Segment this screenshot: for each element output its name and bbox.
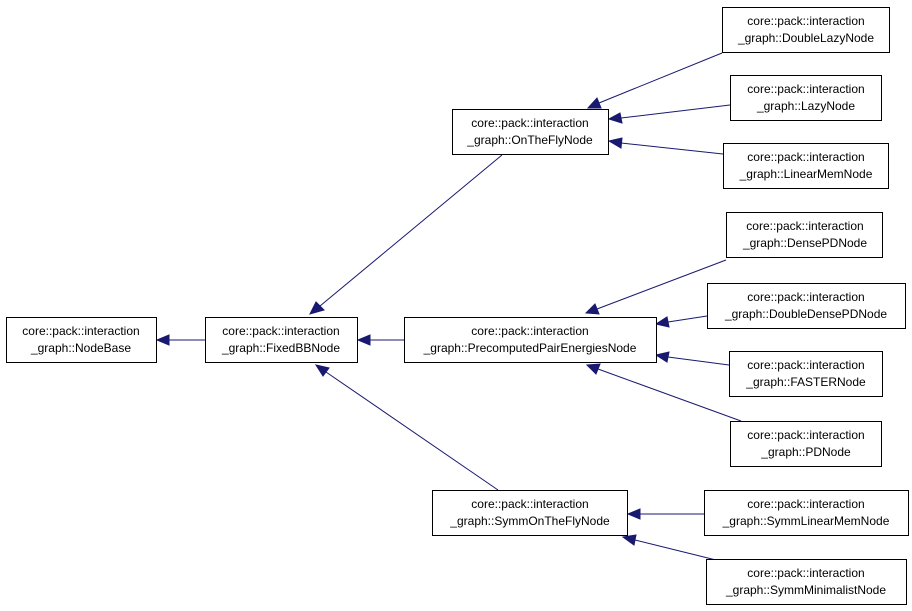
node-label-line2: _graph::FixedBBNode: [221, 341, 340, 355]
node-label-line1: core::pack::interaction: [747, 82, 864, 96]
node-label-line1: core::pack::interaction: [747, 497, 864, 511]
node-label-line2: _graph::SymmLinearMemNode: [722, 514, 890, 528]
edge-symmlinearmem-to-symmonthefly: [626, 508, 704, 520]
arrowhead-icon: [621, 534, 637, 546]
edge-precomputed-to-fixedbb: [356, 334, 404, 346]
edge-symmminimalist-to-symmonthefly: [621, 534, 717, 561]
node-label-line2: _graph::FASTERNode: [745, 375, 866, 389]
arrowhead-icon: [155, 334, 170, 346]
arrowhead-icon: [607, 112, 623, 124]
arrowhead-icon: [314, 364, 330, 377]
edge-onthefly-to-fixedbb: [309, 154, 503, 315]
arrowhead-icon: [626, 508, 641, 520]
arrowhead-icon: [607, 137, 623, 149]
node-label-line1: core::pack::interaction: [471, 497, 588, 511]
node-label-line1: core::pack::interaction: [746, 219, 863, 233]
node-label-line1: core::pack::interaction: [747, 150, 864, 164]
arrowhead-icon: [585, 363, 601, 375]
node-label-line1: core::pack::interaction: [22, 324, 139, 338]
node-label-line2: _graph::LinearMemNode: [739, 167, 873, 181]
edge-fixedbb-to-nodebase: [155, 334, 205, 346]
edge-linearmem-to-onthefly: [607, 137, 724, 155]
node-fixedbbnode[interactable]: core::pack::interaction _graph::FixedBBN…: [205, 317, 358, 363]
node-symmontheflynode[interactable]: core::pack::interaction _graph::SymmOnTh…: [432, 490, 628, 536]
edge-doublelazy-to-onthefly: [586, 52, 723, 109]
node-label-line1: core::pack::interaction: [747, 428, 864, 442]
node-precomputedpairenergiesnode[interactable]: core::pack::interaction _graph::Precompu…: [404, 317, 657, 363]
arrowhead-icon: [584, 303, 600, 315]
node-label-line1: core::pack::interaction: [747, 290, 864, 304]
node-label-line1: core::pack::interaction: [471, 116, 588, 130]
edge-densepd-to-precomputed: [584, 259, 727, 315]
arrowhead-icon: [356, 334, 371, 346]
node-label-line2: _graph::DoubleLazyNode: [737, 31, 874, 45]
node-label-line1: core::pack::interaction: [747, 14, 864, 28]
node-nodebase[interactable]: core::pack::interaction _graph::NodeBase: [6, 317, 157, 363]
arrowhead-icon: [654, 316, 670, 328]
node-label-line2: _graph::LazyNode: [756, 99, 855, 113]
node-doublelazynode[interactable]: core::pack::interaction _graph::DoubleLa…: [722, 7, 890, 53]
arrowhead-icon: [654, 351, 670, 363]
node-label-line2: _graph::OnTheFlyNode: [466, 133, 593, 147]
node-ontheflynode[interactable]: core::pack::interaction _graph::OnTheFly…: [452, 109, 609, 155]
edge-symmonthefly-to-fixedbb: [314, 364, 499, 491]
node-pdnode[interactable]: core::pack::interaction _graph::PDNode: [730, 421, 882, 467]
node-densepdnode[interactable]: core::pack::interaction _graph::DensePDN…: [726, 212, 883, 258]
edge-doubledensepd-to-precomputed: [654, 315, 708, 328]
node-label-line2: _graph::SymmMinimalistNode: [725, 583, 886, 597]
arrowhead-icon: [309, 301, 325, 315]
node-fasternode[interactable]: core::pack::interaction _graph::FASTERNo…: [729, 351, 883, 397]
node-label-line2: _graph::DoubleDensePDNode: [724, 307, 887, 321]
node-linearmemnode[interactable]: core::pack::interaction _graph::LinearMe…: [723, 143, 889, 189]
arrowhead-icon: [586, 97, 602, 109]
node-label-line2: _graph::DensePDNode: [742, 236, 867, 250]
node-doubledensepdnode[interactable]: core::pack::interaction _graph::DoubleDe…: [707, 283, 906, 329]
edge-faster-to-precomputed: [654, 351, 730, 366]
node-label-line2: _graph::PDNode: [760, 445, 851, 459]
node-symmminimalistnode[interactable]: core::pack::interaction _graph::SymmMini…: [706, 559, 907, 605]
node-label-line2: _graph::SymmOnTheFlyNode: [449, 514, 610, 528]
node-label-line2: _graph::PrecomputedPairEnergiesNode: [423, 341, 637, 355]
edge-lazy-to-onthefly: [607, 104, 731, 124]
node-label-line1: core::pack::interaction: [747, 566, 864, 580]
node-label-line2: _graph::NodeBase: [30, 341, 131, 355]
node-label-line1: core::pack::interaction: [222, 324, 339, 338]
node-symmlinearmemnode[interactable]: core::pack::interaction _graph::SymmLine…: [704, 490, 909, 536]
node-label-line1: core::pack::interaction: [747, 358, 864, 372]
node-label-line1: core::pack::interaction: [471, 324, 588, 338]
edge-pd-to-precomputed: [585, 363, 742, 422]
node-lazynode[interactable]: core::pack::interaction _graph::LazyNode: [730, 75, 882, 121]
